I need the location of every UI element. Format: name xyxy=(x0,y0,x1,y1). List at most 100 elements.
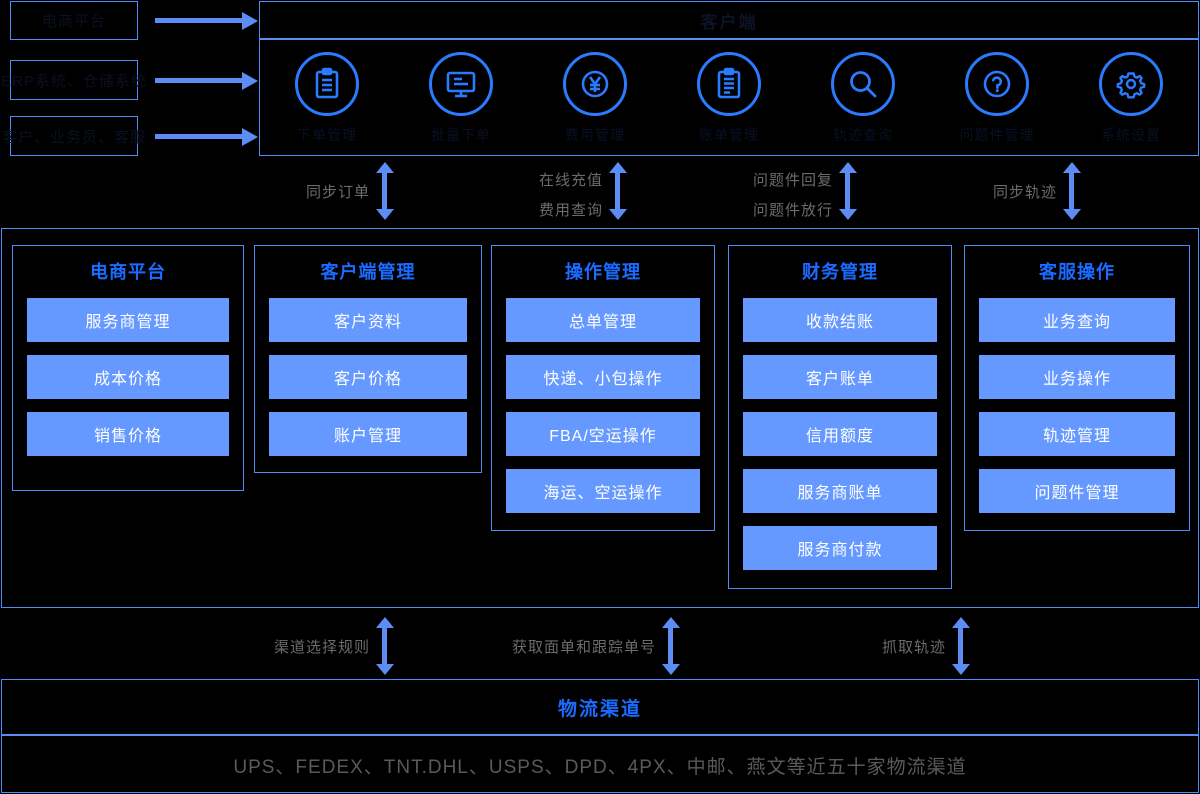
system-icon-label: 轨迹查询 xyxy=(833,127,893,143)
module-column-customer-service: 客服操作 业务查询 业务操作 轨迹管理 问题件管理 xyxy=(964,245,1190,531)
client-system-icon-row: 下单管理 批量下单 xyxy=(260,42,1198,155)
module-title: 客户端管理 xyxy=(320,262,416,282)
arrow-head-down-icon xyxy=(376,209,394,220)
connector-arrow-channel-rules xyxy=(376,617,394,675)
connector-label-sync-tracking: 同步轨迹 xyxy=(931,181,1057,202)
connector-label-sync-orders: 同步订单 xyxy=(244,181,370,202)
arrow-head-up-icon xyxy=(376,617,394,628)
arrow-head-up-icon xyxy=(376,162,394,173)
clipboard-icon xyxy=(295,52,359,116)
arrow-erp-to-system xyxy=(155,72,258,90)
source-box-label: ERP系统、仓储系统 xyxy=(1,72,147,90)
arrow-head-icon xyxy=(242,72,258,90)
system-icon-item-fee[interactable]: 费用管理 xyxy=(536,52,654,145)
connector-label-line: 获取面单和跟踪单号 xyxy=(511,639,656,656)
arrow-shaft xyxy=(155,18,245,23)
module-column-finance: 财务管理 收款结账 客户账单 信用额度 服务商账单 服务商付款 xyxy=(728,245,952,589)
connector-label-line: 抓取轨迹 xyxy=(881,639,946,656)
connector-label-line: 在线充值 xyxy=(538,172,603,189)
system-icon-label: 系统设置 xyxy=(1101,127,1161,143)
yen-currency-icon xyxy=(563,52,627,116)
system-icon-item-track-query[interactable]: 轨迹查询 xyxy=(804,52,922,145)
arrow-head-up-icon xyxy=(952,617,970,628)
logistics-channel-panel: 物流渠道 UPS、FEDEX、TNT.DHL、USPS、DPD、4PX、中邮、燕… xyxy=(1,679,1199,793)
connector-label-fetch-tracking: 抓取轨迹 xyxy=(820,636,946,657)
module-chip[interactable]: 轨迹管理 xyxy=(979,412,1175,456)
module-chip[interactable]: 业务操作 xyxy=(979,355,1175,399)
logistics-channel-title: 物流渠道 xyxy=(2,680,1198,736)
module-chip[interactable]: 收款结账 xyxy=(743,298,937,342)
source-box-users[interactable]: 客户、业务员、客服 xyxy=(2,116,145,156)
arrow-head-up-icon xyxy=(839,162,857,173)
arrow-shaft xyxy=(382,626,387,666)
arrow-ecommerce-to-system xyxy=(155,12,258,30)
connector-arrow-sync-orders xyxy=(376,162,394,220)
core-modules-frame: 电商平台 服务商管理 成本价格 销售价格 客户端管理 客户资料 客户价格 账户管… xyxy=(1,228,1199,608)
connector-label-line: 同步轨迹 xyxy=(992,184,1057,201)
module-chip[interactable]: FBA/空运操作 xyxy=(506,412,700,456)
arrow-shaft xyxy=(1069,171,1074,211)
arrow-head-down-icon xyxy=(376,664,394,675)
module-chip[interactable]: 海运、空运操作 xyxy=(506,469,700,513)
arrow-users-to-system xyxy=(155,128,258,146)
system-icon-item-bill[interactable]: 账单管理 xyxy=(670,52,788,145)
source-box-label: 客户、业务员、客服 xyxy=(2,128,147,146)
source-box-erp[interactable]: ERP系统、仓储系统 xyxy=(1,60,146,100)
arrow-head-icon xyxy=(242,128,258,146)
question-mark-icon xyxy=(965,52,1029,116)
connector-arrow-fetch-tracking xyxy=(952,617,970,675)
connector-label-get-label-tracking: 获取面单和跟踪单号 xyxy=(486,636,656,657)
module-title: 客服操作 xyxy=(1039,262,1115,282)
connector-arrow-problem-item xyxy=(839,162,857,220)
connector-label-channel-rules: 渠道选择规则 xyxy=(244,636,370,657)
connector-label-line: 问题件回复 xyxy=(752,172,833,189)
arrow-head-down-icon xyxy=(662,664,680,675)
module-chip[interactable]: 服务商付款 xyxy=(743,526,937,570)
system-icon-item-problem[interactable]: 问题件管理 xyxy=(938,52,1056,145)
module-column-operations: 操作管理 总单管理 快递、小包操作 FBA/空运操作 海运、空运操作 xyxy=(491,245,715,531)
system-icon-item-place-order[interactable]: 下单管理 xyxy=(268,52,386,145)
system-icon-label: 批量下单 xyxy=(431,127,491,143)
module-column-client-management: 客户端管理 客户资料 客户价格 账户管理 xyxy=(254,245,482,473)
connector-label-problem-item: 问题件回复 问题件放行 xyxy=(688,169,833,220)
clipboard-list-icon xyxy=(697,52,761,116)
arrow-head-down-icon xyxy=(839,209,857,220)
module-chip[interactable]: 客户资料 xyxy=(269,298,467,342)
module-chip[interactable]: 账户管理 xyxy=(269,412,467,456)
connector-arrow-get-label-tracking xyxy=(662,617,680,675)
module-chip[interactable]: 信用额度 xyxy=(743,412,937,456)
arrow-shaft xyxy=(958,626,963,666)
module-chip[interactable]: 业务查询 xyxy=(979,298,1175,342)
module-title: 电商平台 xyxy=(90,262,166,282)
connector-arrow-sync-tracking xyxy=(1063,162,1081,220)
connector-label-line: 同步订单 xyxy=(305,184,370,201)
system-icon-item-settings[interactable]: 系统设置 xyxy=(1072,52,1190,145)
logistics-channel-list: UPS、FEDEX、TNT.DHL、USPS、DPD、4PX、中邮、燕文等近五十… xyxy=(233,756,967,778)
client-system-title: 客户端 xyxy=(260,2,1198,40)
module-chip[interactable]: 总单管理 xyxy=(506,298,700,342)
connector-label-recharge-fee: 在线充值 费用查询 xyxy=(473,169,603,220)
connector-label-line: 问题件放行 xyxy=(752,202,833,219)
arrow-head-down-icon xyxy=(609,209,627,220)
system-icon-item-batch-order[interactable]: 批量下单 xyxy=(402,52,520,145)
module-title: 操作管理 xyxy=(565,262,641,282)
module-chip[interactable]: 快递、小包操作 xyxy=(506,355,700,399)
system-icon-label: 下单管理 xyxy=(297,127,357,143)
arrow-shaft xyxy=(615,171,620,211)
search-icon xyxy=(831,52,895,116)
module-chip[interactable]: 客户价格 xyxy=(269,355,467,399)
arrow-head-up-icon xyxy=(662,617,680,628)
arrow-head-down-icon xyxy=(952,664,970,675)
source-box-ecommerce[interactable]: 电商平台 xyxy=(10,1,138,40)
connector-arrow-recharge-fee xyxy=(609,162,627,220)
arrow-shaft xyxy=(382,171,387,211)
module-chip[interactable]: 服务商账单 xyxy=(743,469,937,513)
module-chip[interactable]: 服务商管理 xyxy=(27,298,229,342)
system-icon-label: 问题件管理 xyxy=(959,127,1035,143)
module-chip[interactable]: 销售价格 xyxy=(27,412,229,456)
arrow-head-up-icon xyxy=(609,162,627,173)
module-chip[interactable]: 问题件管理 xyxy=(979,469,1175,513)
module-chip[interactable]: 客户账单 xyxy=(743,355,937,399)
module-chip[interactable]: 成本价格 xyxy=(27,355,229,399)
